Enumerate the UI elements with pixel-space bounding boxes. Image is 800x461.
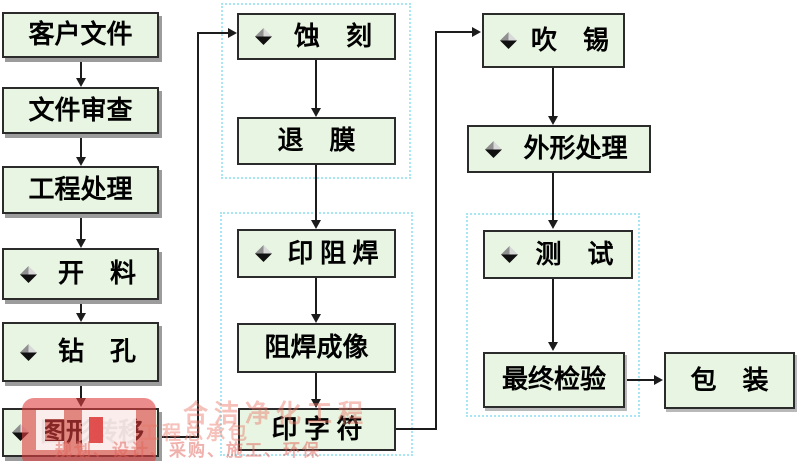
node-profile-processing: 外形处理	[467, 125, 651, 173]
arrow-down-icon	[548, 116, 558, 125]
node-label: 外形处理	[523, 134, 628, 163]
diamond-bullet-icon	[20, 343, 37, 361]
node-label: 印 字 符	[271, 414, 363, 444]
connector-line	[315, 165, 317, 221]
node-drilling: 钻 孔	[2, 322, 159, 382]
node-label: 文件审查	[28, 95, 133, 125]
node-label: 蚀 刻	[293, 21, 372, 51]
diamond-bullet-icon	[501, 246, 518, 263]
arrow-down-icon	[311, 220, 321, 229]
connector-line	[315, 278, 317, 315]
node-testing: 测 试	[483, 230, 633, 279]
arrow-down-icon	[311, 314, 321, 323]
node-engineering-processing: 工程处理	[2, 166, 159, 214]
diamond-bullet-icon	[255, 28, 272, 45]
node-label: 钻 孔	[57, 337, 136, 366]
arrow-down-icon	[548, 220, 558, 229]
connector-line	[80, 382, 82, 399]
node-label: 阻焊成像	[264, 333, 369, 362]
diamond-bullet-icon	[485, 140, 502, 158]
connector-line	[158, 436, 199, 438]
connector-line	[80, 300, 82, 314]
connector-line	[315, 373, 317, 400]
node-file-review: 文件审查	[2, 87, 159, 134]
connector-line	[435, 31, 437, 430]
node-film-stripping: 退 膜	[237, 117, 396, 165]
arrow-down-icon	[76, 398, 86, 407]
connector-line	[435, 31, 472, 33]
connector-line	[80, 134, 82, 159]
connector-line	[80, 214, 82, 240]
node-customer-files: 客户文件	[2, 12, 159, 58]
node-label: 工程处理	[28, 175, 133, 204]
arrow-down-icon	[76, 239, 86, 248]
node-etching: 蚀 刻	[237, 13, 396, 60]
node-legend-print: 印 字 符	[238, 408, 396, 451]
connector-line	[625, 379, 654, 381]
connector-line	[552, 68, 554, 117]
node-label: 最终检验	[501, 365, 606, 394]
node-tin-blowing: 吹 锡	[482, 13, 625, 68]
node-final-inspection: 最终检验	[483, 352, 625, 408]
arrow-right-icon	[654, 375, 663, 385]
diamond-bullet-icon	[12, 424, 29, 441]
node-label: 包 装	[690, 365, 769, 395]
connector-line	[552, 279, 554, 343]
node-label: 印 阻 焊	[287, 238, 379, 268]
connector-line	[197, 32, 228, 34]
node-packaging: 包 装	[664, 352, 795, 409]
node-cutting: 开 料	[2, 248, 159, 300]
arrow-down-icon	[76, 78, 86, 87]
arrow-right-icon	[472, 27, 481, 37]
node-label: 退 膜	[277, 126, 356, 155]
node-label: 开 料	[57, 259, 136, 288]
connector-line	[395, 428, 437, 430]
arrow-down-icon	[76, 157, 86, 166]
diamond-bullet-icon	[255, 245, 272, 262]
connector-line	[197, 32, 199, 438]
node-pattern-transfer: 图形转移	[2, 408, 159, 457]
node-label: 图形转移	[39, 417, 144, 447]
connector-line	[80, 57, 82, 79]
node-solder-mask-print: 印 阻 焊	[237, 229, 396, 278]
node-label: 客户文件	[28, 20, 133, 49]
arrow-down-icon	[548, 342, 558, 351]
connector-line	[552, 173, 554, 221]
node-solder-mask-imaging: 阻焊成像	[237, 323, 396, 373]
arrow-down-icon	[311, 108, 321, 117]
arrow-right-icon	[228, 28, 237, 38]
diamond-bullet-icon	[500, 32, 517, 49]
node-label: 测 试	[535, 239, 614, 269]
arrow-down-icon	[311, 399, 321, 408]
connector-line	[315, 60, 317, 109]
diamond-bullet-icon	[20, 265, 37, 283]
arrow-down-icon	[76, 313, 86, 322]
node-label: 吹 锡	[531, 25, 610, 55]
